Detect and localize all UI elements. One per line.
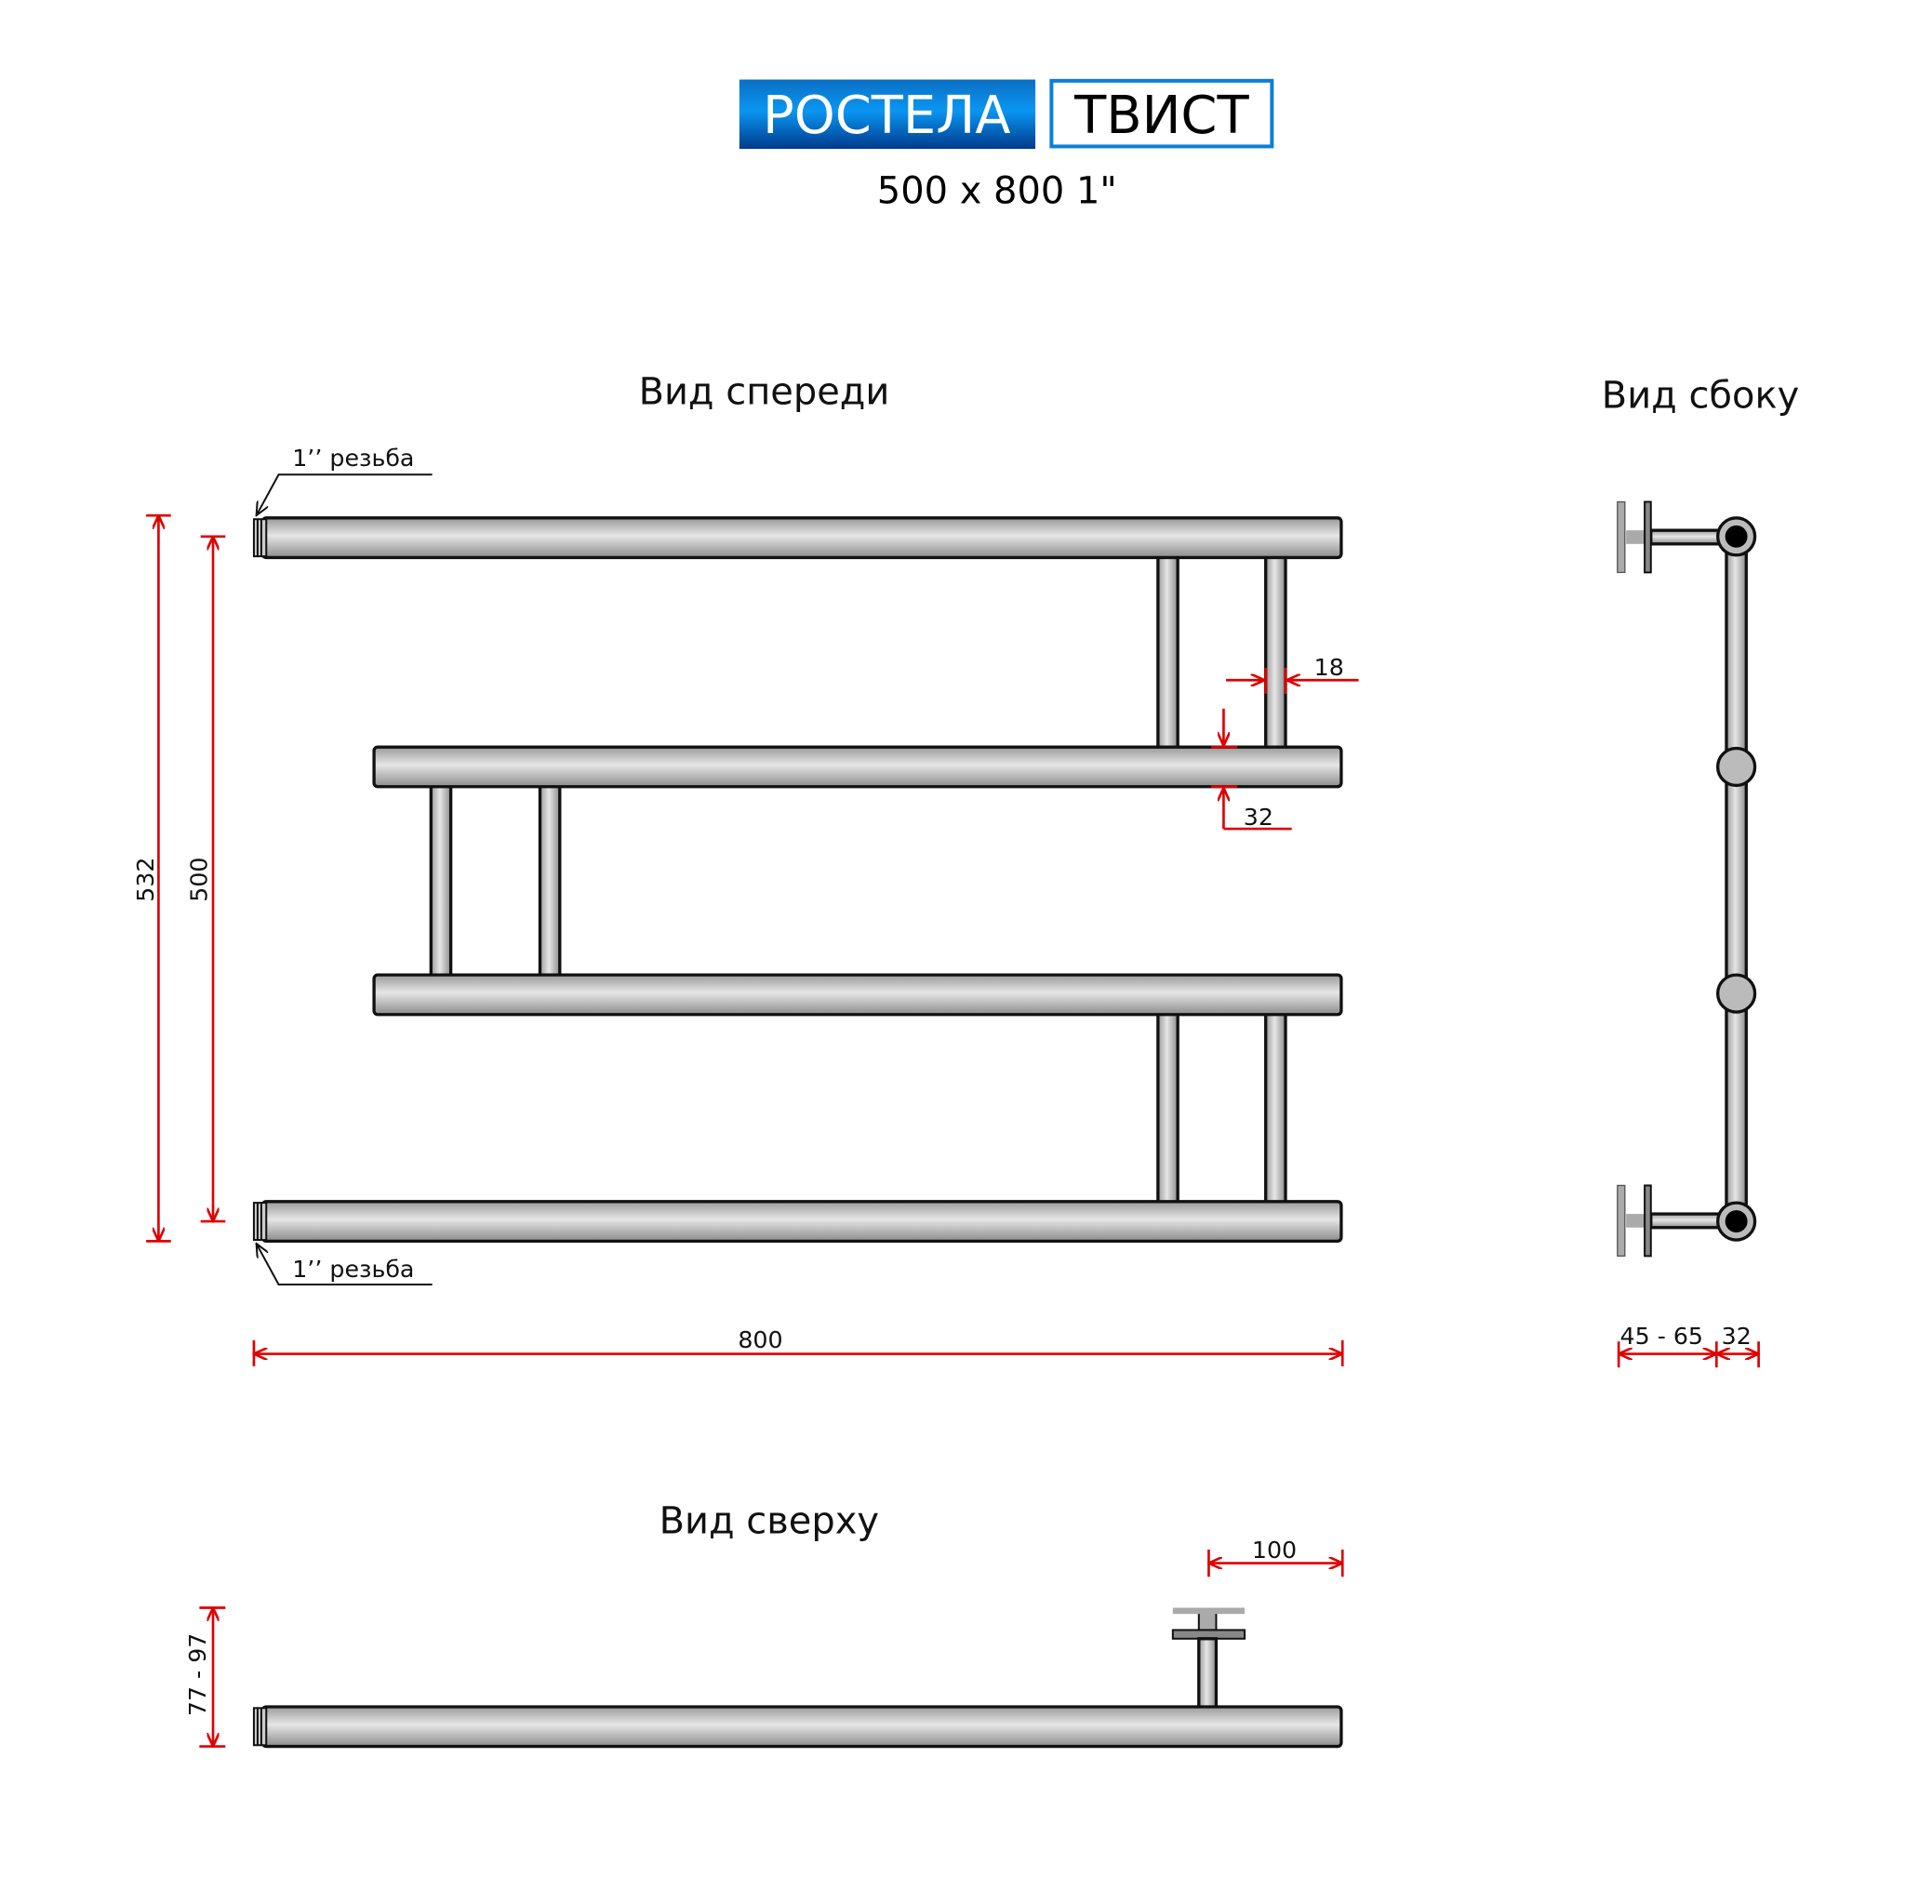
dim-pipe-diameter: 32 xyxy=(1244,804,1273,831)
dim-rung-diameter: 18 xyxy=(1314,654,1344,681)
top-view-title: Вид сверху xyxy=(660,1500,879,1543)
header-logo: РОСТЕЛА ТВИСТ 500 x 800 1" xyxy=(739,78,1274,213)
top-view: 100 77 - 97 xyxy=(184,1537,1342,1749)
brand-name: РОСТЕЛА xyxy=(763,86,1011,146)
brand-box xyxy=(739,79,1036,150)
wall-bracket xyxy=(1617,1184,1725,1258)
thread-icon xyxy=(252,518,268,1242)
dim-total-height: 532 xyxy=(132,857,159,901)
thread-label-top: 1’’ резьба xyxy=(292,445,414,472)
front-view-title: Вид спереди xyxy=(639,370,890,413)
wall-bracket xyxy=(1617,500,1725,574)
dim-center-distance: 500 xyxy=(185,857,212,901)
dim-top-depth: 77 - 97 xyxy=(184,1633,211,1717)
dim-wall-distance: 45 - 65 xyxy=(1619,1323,1703,1350)
dim-bracket-offset: 100 xyxy=(1252,1537,1297,1564)
top-pipe xyxy=(260,516,1343,560)
model-name: ТВИСТ xyxy=(1073,86,1249,146)
side-view: 45 - 65 32 xyxy=(1617,500,1759,1368)
dim-side-pipe: 32 xyxy=(1722,1323,1752,1350)
spec-text: 500 x 800 1" xyxy=(877,170,1117,213)
model-box xyxy=(1049,78,1274,149)
side-view-title: Вид сбоку xyxy=(1602,374,1799,417)
dim-width: 800 xyxy=(738,1326,782,1353)
thread-label-bottom: 1’’ резьба xyxy=(292,1256,414,1283)
front-view: 1’’ резьба 1’’ резьба 532 500 800 18 32 xyxy=(132,445,1359,1366)
bottom-pipe xyxy=(260,1200,1343,1244)
thread-icon xyxy=(252,1707,268,1747)
